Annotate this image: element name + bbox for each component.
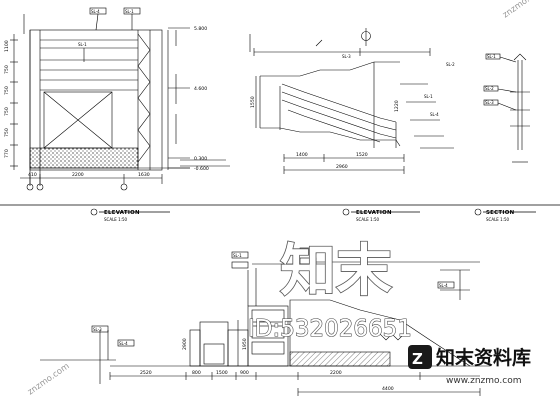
callout-tag: SL-1	[78, 42, 87, 47]
lower-drawing-labels: 2520 800 1500 900 2200 4400 2900 1950 SL…	[93, 249, 448, 392]
title-scale: SCALE 1:50	[356, 217, 380, 222]
width-dim: 800	[192, 370, 201, 376]
width-dim: 1400	[296, 152, 308, 158]
watermark-brand: 知末资料库	[436, 346, 531, 369]
callout-tag: SL-1	[487, 54, 496, 59]
width-dim: 1520	[356, 152, 368, 158]
watermark-site-text: znzmo.com	[26, 361, 71, 397]
watermark: znzmo.com znzmo.com 知末 ID:532026651 Z 知末…	[26, 0, 546, 397]
watermark-logo-text: 知末	[280, 239, 392, 304]
height-dim: 750	[4, 107, 10, 116]
callout-tag: SL-1	[301, 249, 310, 254]
width-dim: 2960	[336, 164, 348, 170]
callout-tag: SL-4	[439, 283, 448, 288]
section-drawing	[483, 53, 530, 163]
height-dim: 750	[4, 65, 10, 74]
title-marks	[90, 208, 536, 216]
width-dim: 410	[28, 172, 37, 178]
callout-tag: SL-4	[119, 341, 128, 346]
title-elevation-left: ELEVATION	[104, 210, 140, 216]
callout-tag: SL-3	[342, 54, 351, 59]
width-dim: 2200	[330, 370, 342, 376]
height-dim: 770	[4, 149, 10, 158]
height-dim: 1220	[394, 100, 400, 112]
watermark-id: ID:532026651	[248, 316, 412, 342]
level-mark: 0.300	[194, 156, 207, 162]
elevation-2-labels: 1400 1520 2960 1550 1220 SL-3 SL-1 SL-4 …	[250, 54, 455, 170]
callout-tag: SL-4	[430, 112, 439, 117]
width-dim: 4400	[382, 386, 394, 392]
callout-tag: SL-1	[424, 94, 433, 99]
width-dim: 2200	[72, 172, 84, 178]
width-dim: 1500	[216, 370, 228, 376]
section-labels: SL-1 SL-2 SL-3	[485, 54, 496, 105]
callout-tag: SL-1	[125, 9, 134, 14]
height-dim: 2900	[182, 338, 188, 350]
callout-tag: SL-2	[446, 62, 455, 67]
callout-tag: SL-3	[485, 100, 494, 105]
width-dim: 900	[240, 370, 249, 376]
brand-logo-icon	[408, 345, 432, 369]
height-dim: 1100	[4, 40, 10, 52]
elevation-1-labels: 1100 750 750 750 750 770 410 2200 1630 5…	[4, 9, 209, 178]
width-dim: 1630	[138, 172, 150, 178]
callout-tag: SL-2	[485, 86, 494, 91]
watermark-url: www.znzmo.com	[446, 376, 521, 386]
callout-tag: SL-1	[233, 253, 242, 258]
title-elevation-middle: ELEVATION	[356, 210, 392, 216]
callout-tag: SL-4	[91, 9, 100, 14]
height-dim: 750	[4, 86, 10, 95]
title-section: SECTION	[486, 210, 515, 216]
level-mark: 5.800	[194, 26, 207, 32]
title-scale: SCALE 1:50	[104, 217, 128, 222]
brand-logo-glyph: Z	[412, 350, 423, 368]
elevation-2-drawing	[249, 28, 454, 174]
watermark-site-text: znzmo.com	[501, 0, 546, 20]
width-dim: 2520	[140, 370, 152, 376]
elevation-1-drawing	[10, 7, 230, 191]
level-mark: -0.600	[194, 166, 209, 172]
title-scale: SCALE 1:50	[486, 217, 510, 222]
level-mark: 4.600	[194, 86, 207, 92]
drawing-titles: ELEVATION SCALE 1:50 ELEVATION SCALE 1:5…	[104, 210, 515, 222]
height-dim: 1550	[250, 96, 256, 108]
callout-tag: SL-3	[93, 327, 102, 332]
height-dim: 1950	[242, 338, 248, 350]
height-dim: 750	[4, 128, 10, 137]
